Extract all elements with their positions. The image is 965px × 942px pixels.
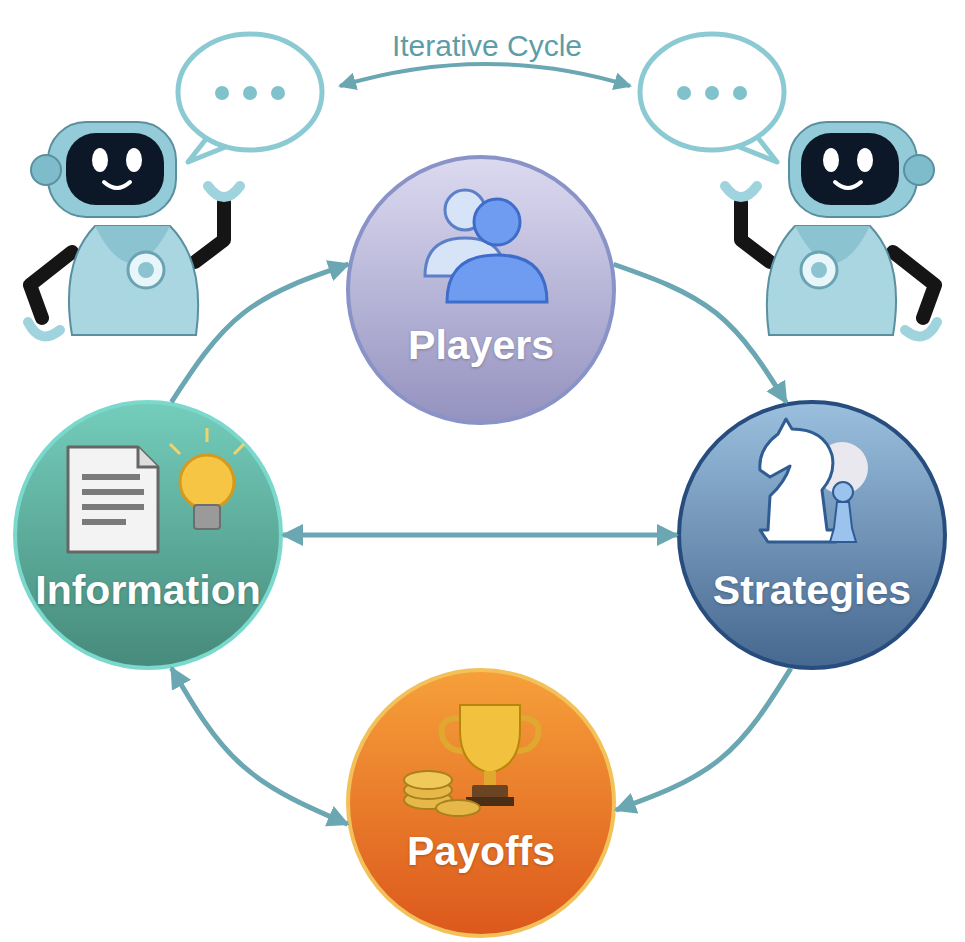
speech-bubble — [271, 86, 285, 100]
cycle-label: Iterative Cycle — [392, 28, 582, 64]
node-label: Information — [13, 566, 283, 614]
payoff-icon — [436, 800, 480, 816]
information-icon — [180, 455, 234, 509]
payoff-icon — [441, 718, 463, 751]
circle-outline — [13, 400, 283, 670]
node-circle: Strategies — [677, 400, 947, 670]
node-label: Payoffs — [346, 827, 616, 875]
cycle-arrow — [340, 64, 630, 86]
players-icon — [447, 255, 547, 302]
players-icon — [474, 199, 520, 245]
payoff-icon — [404, 791, 452, 809]
information-icon — [82, 504, 144, 510]
circle-outline — [346, 668, 616, 938]
information-icon — [68, 428, 244, 552]
robot-illustration — [725, 122, 937, 336]
robot-illustration — [208, 186, 240, 197]
payoff-icon — [404, 781, 452, 799]
payoff-icon — [404, 705, 539, 816]
node-circle: Players — [346, 155, 616, 425]
robot-illustration — [66, 133, 164, 205]
players-icon — [425, 238, 505, 276]
cycle-connector — [171, 264, 348, 402]
speech-bubble — [215, 86, 229, 100]
node-label: Strategies — [677, 566, 947, 614]
speech-bubble — [178, 34, 322, 162]
robot-illustration — [30, 252, 72, 318]
information-icon — [194, 505, 220, 529]
payoff-icon — [484, 771, 496, 786]
robot-illustration — [31, 155, 61, 185]
payoff-icon — [517, 718, 539, 751]
information-icon — [170, 444, 180, 454]
payoff-icon — [460, 705, 520, 773]
payoff-icon — [472, 785, 508, 798]
robot-illustration — [138, 262, 154, 278]
speech-bubble — [705, 86, 719, 100]
speech-bubble — [640, 34, 784, 162]
cycle-arrow — [340, 64, 630, 86]
information-icon — [68, 447, 158, 552]
circle-shape — [15, 402, 281, 668]
payoff-icon — [466, 797, 514, 806]
circle-shape — [679, 402, 945, 668]
robot-illustration — [92, 148, 108, 172]
circle-outline — [677, 400, 947, 670]
robot-illustration — [28, 122, 240, 336]
robot-illustration — [126, 148, 142, 172]
robot-illustration — [48, 122, 176, 217]
circle-shape — [348, 157, 614, 423]
robot-illustration — [128, 252, 164, 288]
strategy-icon — [830, 502, 856, 542]
cycle-connector — [171, 668, 347, 824]
information-icon — [82, 519, 126, 525]
speech-bubble — [733, 86, 747, 100]
robot-illustration — [69, 226, 198, 335]
players-icon — [445, 190, 485, 230]
strategy-icon — [760, 419, 836, 542]
node-circle: Information — [13, 400, 283, 670]
information-icon — [82, 474, 140, 480]
speech-bubble — [178, 34, 322, 150]
robot-illustration — [28, 322, 60, 336]
circle-outline — [346, 155, 616, 425]
information-icon — [234, 444, 244, 454]
cycle-connector — [616, 668, 791, 810]
robot-illustration — [195, 202, 224, 262]
connector-layer — [171, 264, 790, 824]
information-icon — [138, 447, 158, 467]
strategy-icon — [833, 482, 853, 502]
cycle-connector — [614, 264, 787, 402]
speech-bubble — [640, 34, 784, 150]
node-label: Players — [346, 321, 616, 369]
strategy-icon — [816, 442, 868, 494]
payoff-icon — [404, 771, 452, 789]
strategy-icon — [760, 419, 868, 542]
circle-shape — [348, 670, 614, 936]
information-icon — [82, 489, 144, 495]
cycle-connector — [283, 533, 677, 538]
node-circle: Payoffs — [346, 668, 616, 938]
information-icon — [206, 428, 209, 442]
speech-bubble — [243, 86, 257, 100]
players-icon — [425, 190, 547, 302]
robot-illustration — [104, 182, 130, 188]
speech-bubble — [677, 86, 691, 100]
